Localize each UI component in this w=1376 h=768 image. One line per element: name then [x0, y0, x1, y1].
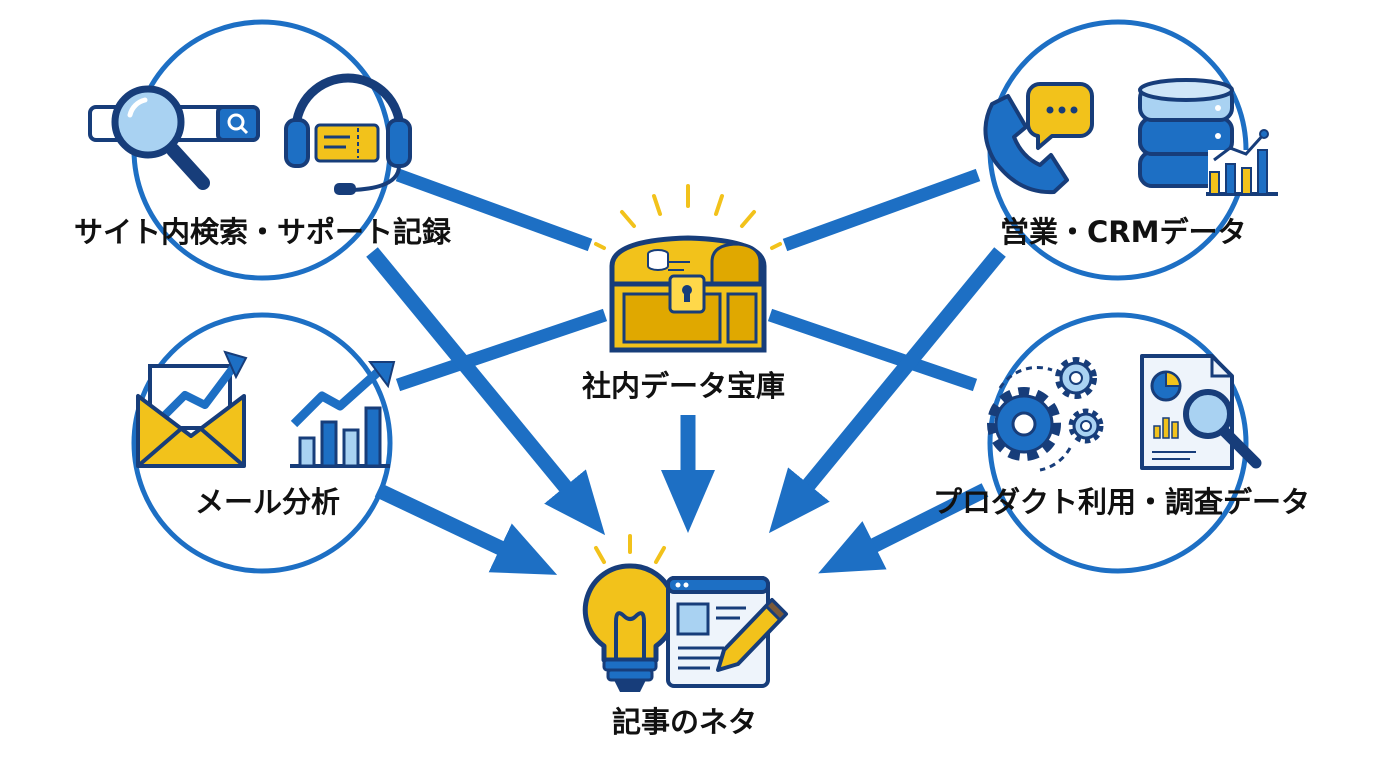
label-treasure: 社内データ宝庫	[582, 369, 786, 403]
chat-bubble-icon	[1025, 82, 1094, 150]
connector-site-to-chest	[395, 168, 593, 252]
lightbulb-icon	[582, 534, 678, 692]
circle-product	[987, 312, 1249, 574]
arrow-product-to-idea	[818, 483, 989, 574]
arrows	[366, 247, 1006, 575]
headset-ticket-icon	[284, 73, 412, 195]
envelope-trend-icon	[136, 350, 248, 468]
arrow-site-to-idea	[366, 247, 606, 536]
arrow-crm-to-idea	[768, 247, 1006, 534]
phone-icon	[983, 94, 1069, 195]
label-article-ideas: 記事のネタ	[612, 705, 758, 739]
circle-email	[131, 312, 393, 574]
arrow-email-to-idea	[374, 483, 558, 575]
label-site-support: サイト内検索・サポート記録	[74, 215, 452, 249]
growth-chart-icon	[290, 361, 396, 468]
connector-crm-to-chest	[782, 168, 981, 252]
connector-product-to-chest	[767, 308, 978, 392]
report-magnifier-icon	[1140, 354, 1262, 470]
label-sales-crm: 営業・CRMデータ	[1000, 215, 1247, 249]
treasure-chest-icon	[594, 184, 782, 353]
connector-lines	[395, 168, 981, 392]
connector-email-to-chest	[395, 308, 608, 392]
label-email-analysis: メール分析	[195, 485, 341, 519]
bar-chart-icon	[1206, 129, 1278, 196]
article-edit-icon	[666, 576, 789, 688]
label-product-survey: プロダクト利用・調査データ	[933, 485, 1311, 519]
gears-icon	[987, 357, 1104, 472]
chest-sparkles	[594, 184, 782, 250]
search-bar-icon	[88, 85, 260, 190]
